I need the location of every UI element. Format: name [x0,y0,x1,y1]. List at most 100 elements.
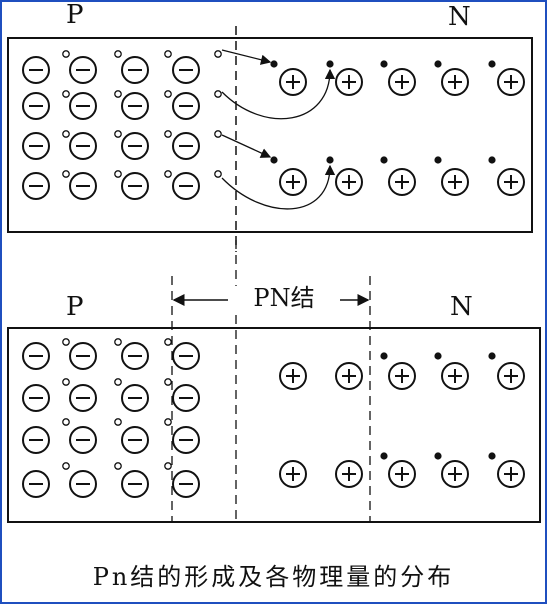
negative-ion [22,342,50,370]
bottom-p-label: P [66,292,84,322]
positive-ion [497,168,525,196]
negative-ion [172,384,200,412]
negative-ion [121,426,149,454]
negative-ion [22,132,50,160]
positive-ion [497,362,525,390]
hole [214,170,222,178]
hole [62,462,70,470]
hole [164,338,172,346]
hole [114,378,122,386]
negative-ion [172,172,200,200]
figure-caption: Pn结的形成及各物理量的分布 [92,563,455,591]
hole [164,378,172,386]
electron [488,352,496,360]
top-electrons [270,60,496,164]
positive-ion [279,362,307,390]
positive-ion [441,362,469,390]
electron-flow-arrow [221,134,272,158]
electron [380,60,388,68]
electron [434,60,442,68]
top-p-label: P [66,0,84,30]
positive-ion [279,460,307,488]
negative-ion [69,470,97,498]
negative-ion [121,56,149,84]
hole [114,462,122,470]
top-n-label: N [448,2,471,32]
negative-ion [69,132,97,160]
positive-ion [497,68,525,96]
top-holes [62,50,222,178]
negative-ion [69,56,97,84]
positive-ion [441,68,469,96]
electron [488,156,496,164]
top-panel-box [7,37,533,233]
top-positive-ions [279,68,525,196]
electron [380,156,388,164]
hole [114,50,122,58]
hole [114,170,122,178]
electron [434,156,442,164]
hole [62,50,70,58]
hole [114,338,122,346]
negative-ion [69,384,97,412]
hole [164,130,172,138]
electron [434,352,442,360]
bottom-holes [62,338,172,470]
positive-ion [335,68,363,96]
electron [270,60,278,68]
top-diffusion-arrows [221,49,336,210]
bottom-panel-box [7,327,541,523]
electron [488,452,496,460]
bottom-electrons [380,352,496,460]
bottom-n-label: N [450,292,473,322]
negative-ion [69,426,97,454]
negative-ion [22,470,50,498]
electron [380,452,388,460]
bottom-negative-ions [22,342,200,498]
negative-ion [121,342,149,370]
positive-ion [497,460,525,488]
hole [164,50,172,58]
negative-ion [69,172,97,200]
hole [214,90,222,98]
electron [326,60,334,68]
negative-ion [121,470,149,498]
negative-ion [22,384,50,412]
electron [488,60,496,68]
positive-ion [388,460,416,488]
positive-ion [388,68,416,96]
pn-junction-label: PN结 [228,286,340,310]
hole [114,130,122,138]
negative-ion [121,132,149,160]
hole [62,170,70,178]
hole [214,130,222,138]
electron-flow-arrow [221,164,336,210]
hole [62,90,70,98]
negative-ion [121,92,149,120]
hole [164,462,172,470]
negative-ion [172,426,200,454]
hole [62,338,70,346]
hole [164,418,172,426]
top-negative-ions [22,56,200,200]
negative-ion [69,92,97,120]
hole [62,378,70,386]
negative-ion [172,342,200,370]
hole [164,170,172,178]
negative-ion [121,384,149,412]
electron-flow-arrow [221,68,336,120]
negative-ion [22,92,50,120]
negative-ion [22,172,50,200]
hole [164,90,172,98]
negative-ion [69,342,97,370]
hole [62,130,70,138]
positive-ion [279,68,307,96]
electron-flow-arrow [221,49,272,65]
positive-ion [441,460,469,488]
negative-ion [22,56,50,84]
hole [62,418,70,426]
electron [434,452,442,460]
negative-ion [172,56,200,84]
